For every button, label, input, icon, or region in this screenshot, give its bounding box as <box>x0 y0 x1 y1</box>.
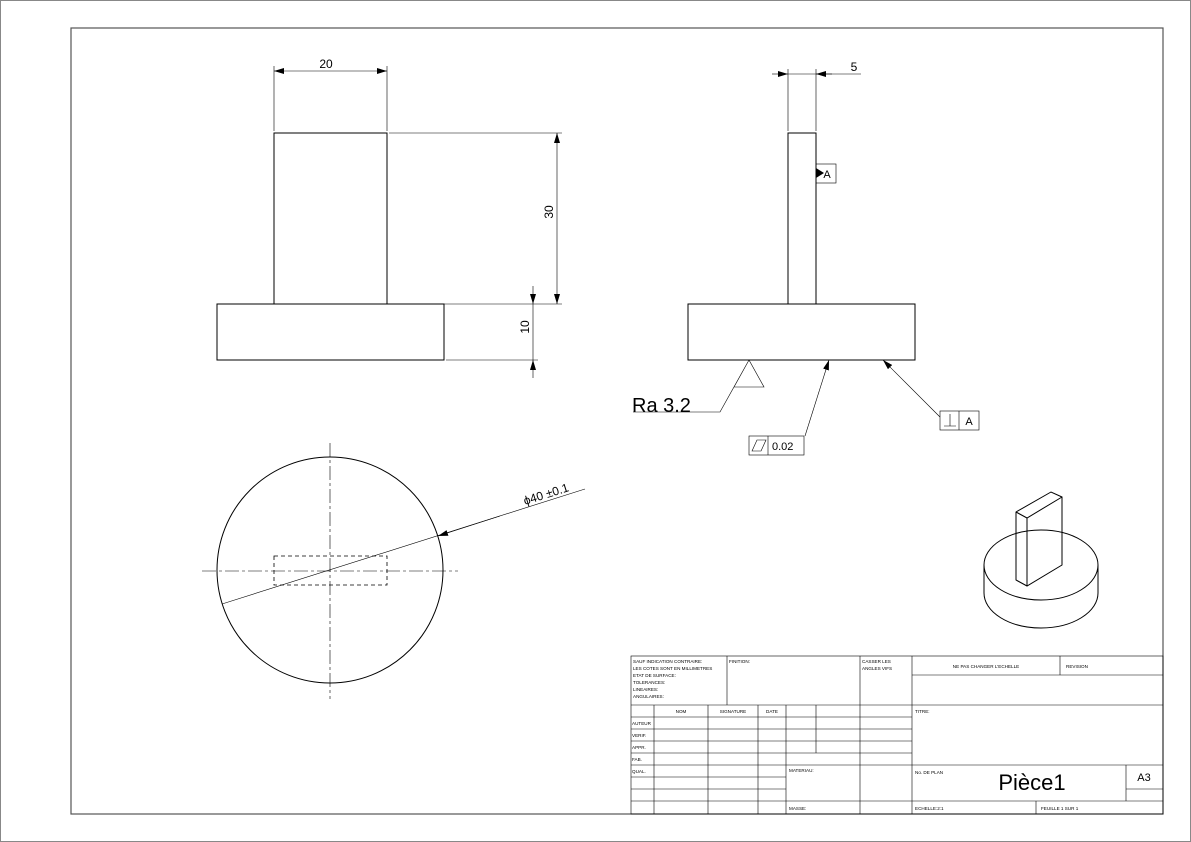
tb-col-date: DATE <box>766 709 778 714</box>
tb-mass-label: MASSE: <box>789 806 806 811</box>
tb-note-3: ETAT DE SURFACE: <box>633 673 676 678</box>
perpendicularity-icon <box>944 414 956 427</box>
dim-diameter: ϕ40 ±0.1 <box>522 480 571 507</box>
tb-note-6: ANGULAIRES: <box>633 694 664 699</box>
tb-scale-note: NE PAS CHANGER L'ECHELLE <box>953 664 1019 669</box>
tb-note-5: LINEAIRES: <box>633 687 658 692</box>
tb-drawing-no-label: No. DE PLAN <box>915 770 943 775</box>
tb-note-4: TOLERANCES: <box>633 680 665 685</box>
tb-finish-label: FINITION: <box>729 659 750 664</box>
tb-row-qual: QUAL. <box>632 769 646 774</box>
front-view: 20 30 10 <box>216 57 562 378</box>
tb-title-label: TITRE: <box>915 709 930 714</box>
tb-row-fab: FAB. <box>632 757 642 762</box>
datum-a-label: A <box>823 169 831 181</box>
roughness-symbol-icon <box>633 359 765 413</box>
dim-height-30: 30 <box>542 205 556 219</box>
drawing-frame <box>70 27 1164 815</box>
flatness-value: 0.02 <box>772 441 793 453</box>
front-base <box>216 303 445 361</box>
datum-a-box <box>815 163 837 184</box>
dim-base-10: 10 <box>518 320 532 334</box>
tb-edges-label-2: ANGLES VIFS <box>862 666 892 671</box>
dim-width-20: 20 <box>319 57 333 71</box>
tb-revision-label: REVISION <box>1066 664 1088 669</box>
tb-note-1: SAUF INDICATION CONTRAIRE: <box>633 659 702 664</box>
title-block: SAUF INDICATION CONTRAIRE: LES COTES SON… <box>630 655 1164 815</box>
perpendicularity-datum: A <box>965 416 973 428</box>
front-upright <box>273 132 388 305</box>
top-view: ϕ40 ±0.1 <box>202 443 586 699</box>
perpendicularity-frame <box>939 410 980 431</box>
isometric-view <box>983 491 1099 629</box>
roughness-label: Ra 3.2 <box>632 395 691 417</box>
tb-note-2: LES COTES SONT EN MILLIMETRES <box>633 666 712 671</box>
tb-col-signature: SIGNATURE <box>720 709 746 714</box>
tb-material-label: MATERIAU: <box>789 768 814 773</box>
tb-col-nom: NOM <box>676 709 687 714</box>
tb-part-name: Pièce1 <box>998 770 1065 795</box>
top-hidden-upright <box>273 555 388 586</box>
tb-sheet: FEUILLE 1 SUR 1 <box>1041 806 1079 811</box>
tb-edges-label-1: CASSER LES <box>862 659 891 664</box>
tb-scale: ECHELLE:2:1 <box>915 806 944 811</box>
flatness-frame <box>748 435 805 456</box>
side-upright <box>787 132 817 305</box>
tb-row-auteur: AUTEUR <box>632 721 652 726</box>
side-base <box>687 303 916 361</box>
tb-format: A3 <box>1137 772 1150 784</box>
tb-row-verif: VERIF. <box>632 733 646 738</box>
side-view: 5 A Ra 3.2 0.02 A <box>632 60 980 456</box>
datum-triangle-icon <box>816 168 824 178</box>
tb-row-appr: APPR. <box>632 745 646 750</box>
flatness-icon <box>751 439 767 452</box>
dim-thickness-5: 5 <box>851 60 858 74</box>
